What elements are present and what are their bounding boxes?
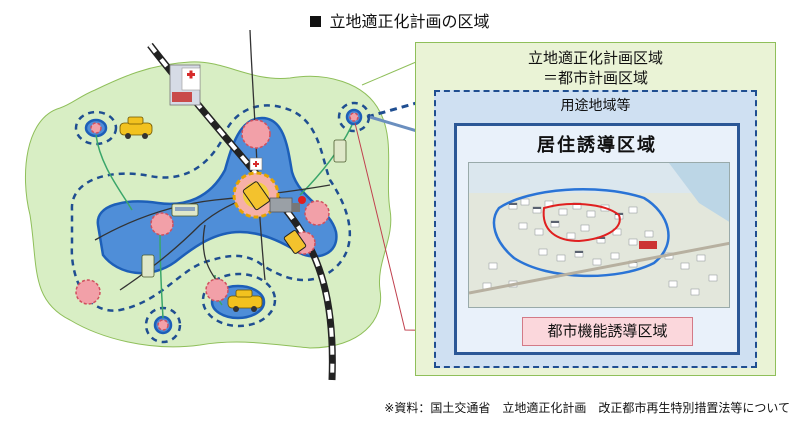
train-icon	[242, 181, 307, 254]
use-district-nw-outline	[74, 110, 118, 146]
bus-ne-icon	[333, 139, 347, 163]
station-dot-icon	[298, 196, 306, 204]
page-title-text: 立地適正化計画の区域	[329, 12, 490, 31]
planning-area-connector	[361, 61, 417, 86]
city-aerial-illustration	[468, 162, 730, 308]
road-east-west	[94, 184, 331, 241]
planning-area-label-line2: ＝都市計画区域	[542, 69, 648, 87]
urban-function-hub-nw	[90, 122, 102, 134]
urban-function-outline-in-illustration	[542, 203, 621, 243]
green-road-nw	[95, 134, 133, 211]
truck-icon	[269, 197, 300, 213]
urban-function-area-box: 都市機能誘導区域	[522, 317, 693, 346]
taxi-icon	[119, 116, 153, 139]
use-district-south-outline	[201, 272, 277, 328]
urban-function-hub-sw	[157, 319, 169, 331]
urban-function-hub-ne	[349, 112, 359, 122]
urban-function-hub-west	[150, 212, 174, 236]
hospital-icon	[169, 64, 201, 106]
urban-function-hub-north	[241, 119, 271, 149]
city-aerial-drawing	[469, 163, 729, 307]
urban-function-hub-south	[205, 278, 229, 302]
residential-area-label: 居住誘導区域	[537, 135, 657, 156]
bus-icon	[171, 203, 199, 217]
urban-function-hub-southwest	[75, 279, 101, 305]
use-district-label: 用途地域等	[560, 98, 631, 114]
hospital-small-icon	[249, 157, 263, 171]
use-district-main-outline	[70, 104, 351, 312]
planning-area-label-line1: 立地適正化計画区域	[527, 49, 663, 67]
square-bullet-icon	[310, 16, 322, 27]
planning-area-label: 立地適正化計画区域 ＝都市計画区域	[415, 48, 776, 88]
city-bus-icon	[639, 241, 657, 249]
bus-sw-icon	[141, 254, 155, 278]
page-title: 立地適正化計画の区域	[0, 8, 800, 32]
taxi-south-icon	[227, 289, 263, 312]
urban-function-hub-east	[304, 200, 330, 226]
source-note: ※資料：国土交通省 立地適正化計画 改正都市再生特別措置法等について	[384, 401, 790, 415]
green-road-sw	[159, 234, 164, 319]
residential-outline-in-illustration	[492, 188, 670, 278]
